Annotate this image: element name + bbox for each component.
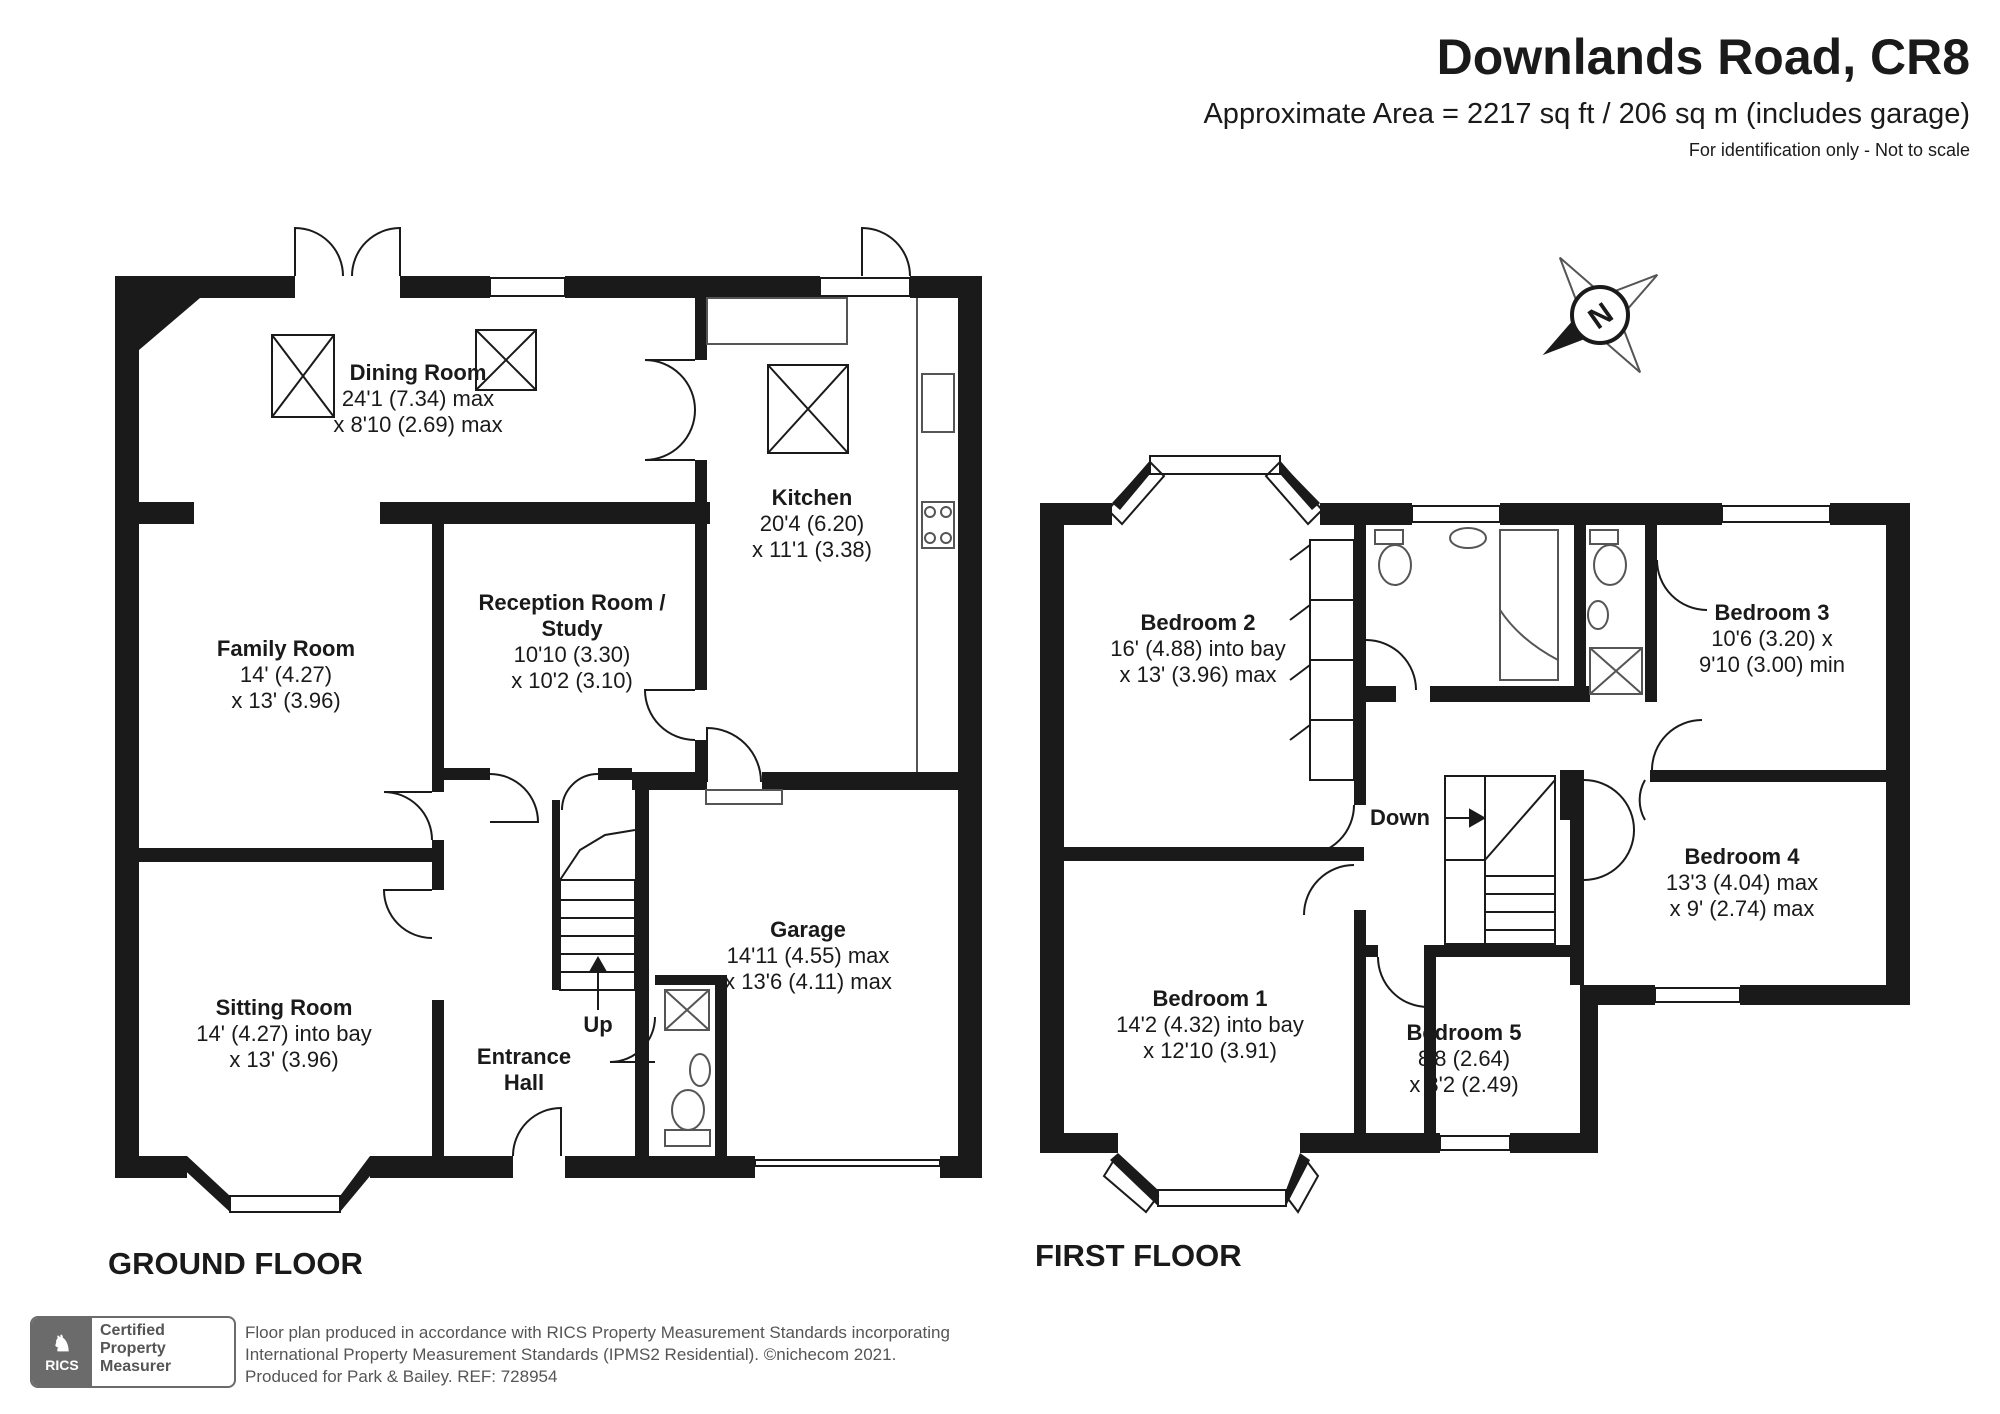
bedroom-1-name: Bedroom 1 bbox=[1153, 986, 1268, 1011]
badge-line-2: Property bbox=[100, 1340, 166, 1357]
family-room-name: Family Room bbox=[217, 636, 355, 661]
rics-lion-icon: ♞ bbox=[52, 1331, 72, 1356]
bathroom-fittings bbox=[1374, 527, 1643, 695]
sitting-room-dim1: 14' (4.27) into bay bbox=[196, 1021, 371, 1046]
entrance-hall-name2: Hall bbox=[504, 1070, 544, 1095]
first-floor-walls bbox=[1040, 503, 1910, 1153]
ground-floor-doors bbox=[294, 226, 911, 1157]
family-room-dim1: 14' (4.27) bbox=[240, 662, 332, 687]
rics-badge: ♞ RICS Certified Property Measurer bbox=[30, 1316, 236, 1388]
identification-note: For identification only - Not to scale bbox=[1688, 140, 1970, 160]
reception-room-dim2: x 10'2 (3.10) bbox=[511, 668, 633, 693]
first-floor-bay-windows bbox=[1110, 462, 1320, 1206]
first-floor-doors bbox=[1303, 559, 1708, 1008]
garage-name: Garage bbox=[770, 917, 846, 942]
compass-icon: N bbox=[1542, 256, 1659, 374]
reception-room-dim1: 10'10 (3.30) bbox=[514, 642, 631, 667]
dining-room-dim1: 24'1 (7.34) max bbox=[342, 386, 494, 411]
bedroom-4-name: Bedroom 4 bbox=[1685, 844, 1801, 869]
ground-floor-walls bbox=[115, 276, 982, 1178]
sitting-room-dim2: x 13' (3.96) bbox=[229, 1047, 338, 1072]
sitting-bay-window bbox=[178, 1156, 380, 1212]
first-floor-bay-frames bbox=[1102, 460, 1324, 1214]
reception-room-name1: Reception Room / bbox=[478, 590, 665, 615]
kitchen-dim2: x 11'1 (3.38) bbox=[752, 537, 872, 562]
bedroom-4-dim2: x 9' (2.74) max bbox=[1670, 896, 1815, 921]
bedroom-1-dim1: 14'2 (4.32) into bay bbox=[1116, 1012, 1304, 1037]
bedroom-3-dim2: 9'10 (3.00) min bbox=[1699, 652, 1845, 677]
rics-logo-text: RICS bbox=[45, 1357, 79, 1373]
sitting-room-name: Sitting Room bbox=[216, 995, 353, 1020]
footer-line-1: Floor plan produced in accordance with R… bbox=[245, 1323, 950, 1342]
bedroom-4-dim1: 13'3 (4.04) max bbox=[1666, 870, 1818, 895]
dining-room-dim2: x 8'10 (2.69) max bbox=[333, 412, 502, 437]
property-title: Downlands Road, CR8 bbox=[1436, 29, 1970, 85]
first-floor-stairs bbox=[1444, 775, 1556, 945]
footer-credits: Floor plan produced in accordance with R… bbox=[245, 1322, 950, 1388]
bedroom-3-dim1: 10'6 (3.20) x bbox=[1711, 626, 1833, 651]
garage-dim1: 14'11 (4.55) max bbox=[727, 943, 890, 968]
family-room-dim2: x 13' (3.96) bbox=[231, 688, 340, 713]
bedroom-2-dim2: x 13' (3.96) max bbox=[1119, 662, 1276, 687]
first-floor-windows bbox=[1149, 455, 1831, 1207]
approximate-area: Approximate Area = 2217 sq ft / 206 sq m… bbox=[1203, 98, 1970, 130]
badge-line-1: Certified bbox=[100, 1322, 165, 1339]
rics-logo: ♞ RICS bbox=[32, 1318, 92, 1386]
bedroom-5-dim2: x 8'2 (2.49) bbox=[1409, 1072, 1518, 1097]
footer-line-2: International Property Measurement Stand… bbox=[245, 1345, 897, 1364]
bedroom-5-dim1: 8'8 (2.64) bbox=[1418, 1046, 1510, 1071]
first-floor-label: FIRST FLOOR bbox=[1035, 1238, 1242, 1273]
bedroom-2-dim1: 16' (4.88) into bay bbox=[1110, 636, 1285, 661]
badge-line-3: Measurer bbox=[100, 1358, 172, 1375]
skylights bbox=[271, 329, 849, 454]
kitchen-name: Kitchen bbox=[772, 485, 853, 510]
bedroom-2-name: Bedroom 2 bbox=[1141, 610, 1256, 635]
first-stairs-label: Down bbox=[1370, 805, 1430, 830]
wc-fittings bbox=[664, 989, 711, 1147]
ground-floor-stairs bbox=[559, 829, 636, 1010]
kitchen-fittings bbox=[705, 297, 955, 805]
dining-room-name: Dining Room bbox=[350, 360, 487, 385]
reception-room-name2: Study bbox=[541, 616, 603, 641]
footer-line-3: Produced for Park & Bailey. REF: 728954 bbox=[245, 1367, 558, 1386]
kitchen-dim1: 20'4 (6.20) bbox=[760, 511, 865, 536]
entrance-hall-name1: Entrance bbox=[477, 1044, 571, 1069]
garage-dim2: x 13'6 (4.11) max bbox=[724, 969, 892, 994]
ground-stairs-label: Up bbox=[583, 1012, 612, 1037]
bedroom-3-name: Bedroom 3 bbox=[1715, 600, 1830, 625]
wardrobe bbox=[1289, 539, 1355, 781]
bedroom-5-name: Bedroom 5 bbox=[1407, 1020, 1522, 1045]
ground-floor-label: GROUND FLOOR bbox=[108, 1246, 363, 1281]
bedroom-1-dim2: x 12'10 (3.91) bbox=[1143, 1038, 1277, 1063]
